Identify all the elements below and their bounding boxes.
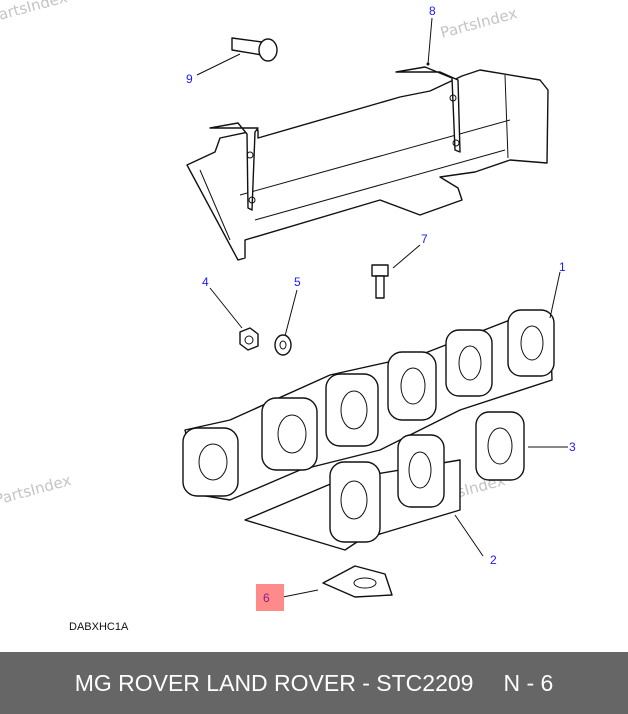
- callout-6[interactable]: 6: [263, 591, 270, 605]
- footer-bar: MG ROVER LAND ROVER - STC2209 N - 6: [0, 652, 628, 714]
- nut-part[interactable]: [239, 327, 259, 351]
- callout-5[interactable]: 5: [294, 275, 301, 289]
- bolt-part[interactable]: [231, 37, 278, 62]
- manifold-flanges: [182, 309, 555, 497]
- manifold-gasket-part[interactable]: [475, 411, 525, 481]
- watermark: PartsIndex: [438, 4, 519, 42]
- parts-diagram: PartsIndex PartsIndex PartsIndex PartsIn…: [0, 0, 576, 611]
- selected-callout-highlight: [256, 584, 284, 611]
- callout-4[interactable]: 4: [202, 275, 209, 289]
- callout-1[interactable]: 1: [559, 260, 566, 274]
- bolt-part[interactable]: [371, 264, 389, 299]
- callout-3[interactable]: 3: [569, 440, 576, 454]
- callout-7[interactable]: 7: [421, 232, 428, 246]
- exhaust-manifold-part[interactable]: [182, 309, 555, 551]
- watermark: PartsIndex: [0, 0, 69, 26]
- callout-2[interactable]: 2: [490, 553, 497, 567]
- diagram-code: DABXHC1A: [69, 621, 129, 633]
- washer-part[interactable]: [274, 334, 292, 356]
- callout-9[interactable]: 9: [186, 72, 193, 86]
- heat-shield-part[interactable]: [186, 66, 549, 261]
- watermark: PartsIndex: [0, 471, 73, 509]
- flange-gasket-part[interactable]: [322, 565, 393, 598]
- footer-page: N - 6: [503, 669, 554, 696]
- callout-8[interactable]: 8: [429, 4, 436, 18]
- footer-title: MG ROVER LAND ROVER - STC2209: [74, 669, 474, 696]
